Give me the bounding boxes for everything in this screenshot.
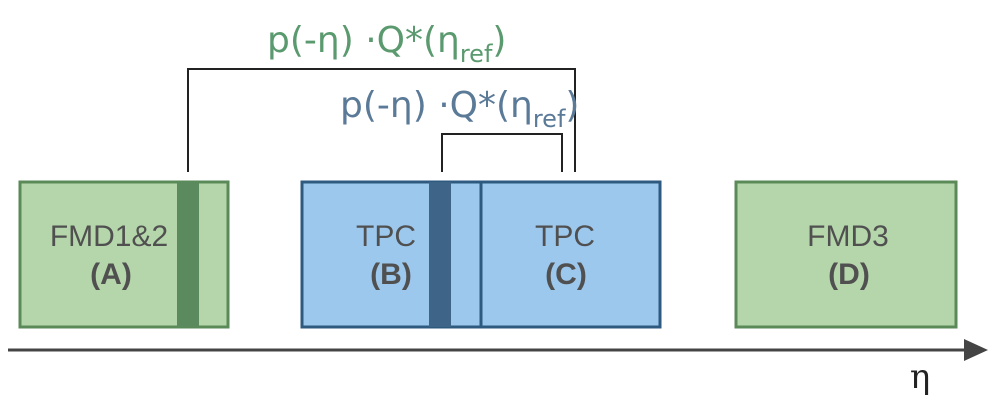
band-b	[429, 182, 451, 327]
box-a-name: FMD1&2	[50, 220, 168, 253]
box-fmd3	[734, 180, 958, 329]
inner-formula-main: p(-η) ·Q*(η	[340, 85, 533, 126]
box-c-name: TPC	[535, 220, 595, 253]
box-d-tag: (D)	[828, 258, 870, 291]
eta-axis-label: η	[910, 357, 930, 397]
box-tpc-b	[300, 180, 483, 329]
inner-formula-sub: ref	[533, 105, 566, 133]
inner-formula-close: )	[565, 85, 579, 126]
box-b-tag: (B)	[370, 258, 412, 291]
inner-formula: p(-η) ·Q*(ηref)	[340, 85, 579, 133]
box-b-name: TPC	[356, 220, 416, 253]
box-c-tag: (C)	[545, 258, 587, 291]
band-a	[177, 182, 199, 327]
outer-formula-sub: ref	[460, 40, 493, 68]
eta-axis-arrowhead	[964, 339, 988, 361]
outer-bracket	[187, 68, 576, 172]
outer-formula: p(-η) ·Q*(ηref)	[267, 20, 506, 68]
outer-formula-close: )	[492, 20, 506, 61]
box-tpc-c	[479, 180, 662, 329]
outer-formula-main: p(-η) ·Q*(η	[267, 20, 460, 61]
inner-bracket	[441, 133, 563, 172]
box-d-name: FMD3	[807, 220, 889, 253]
box-a-tag: (A)	[90, 258, 132, 291]
